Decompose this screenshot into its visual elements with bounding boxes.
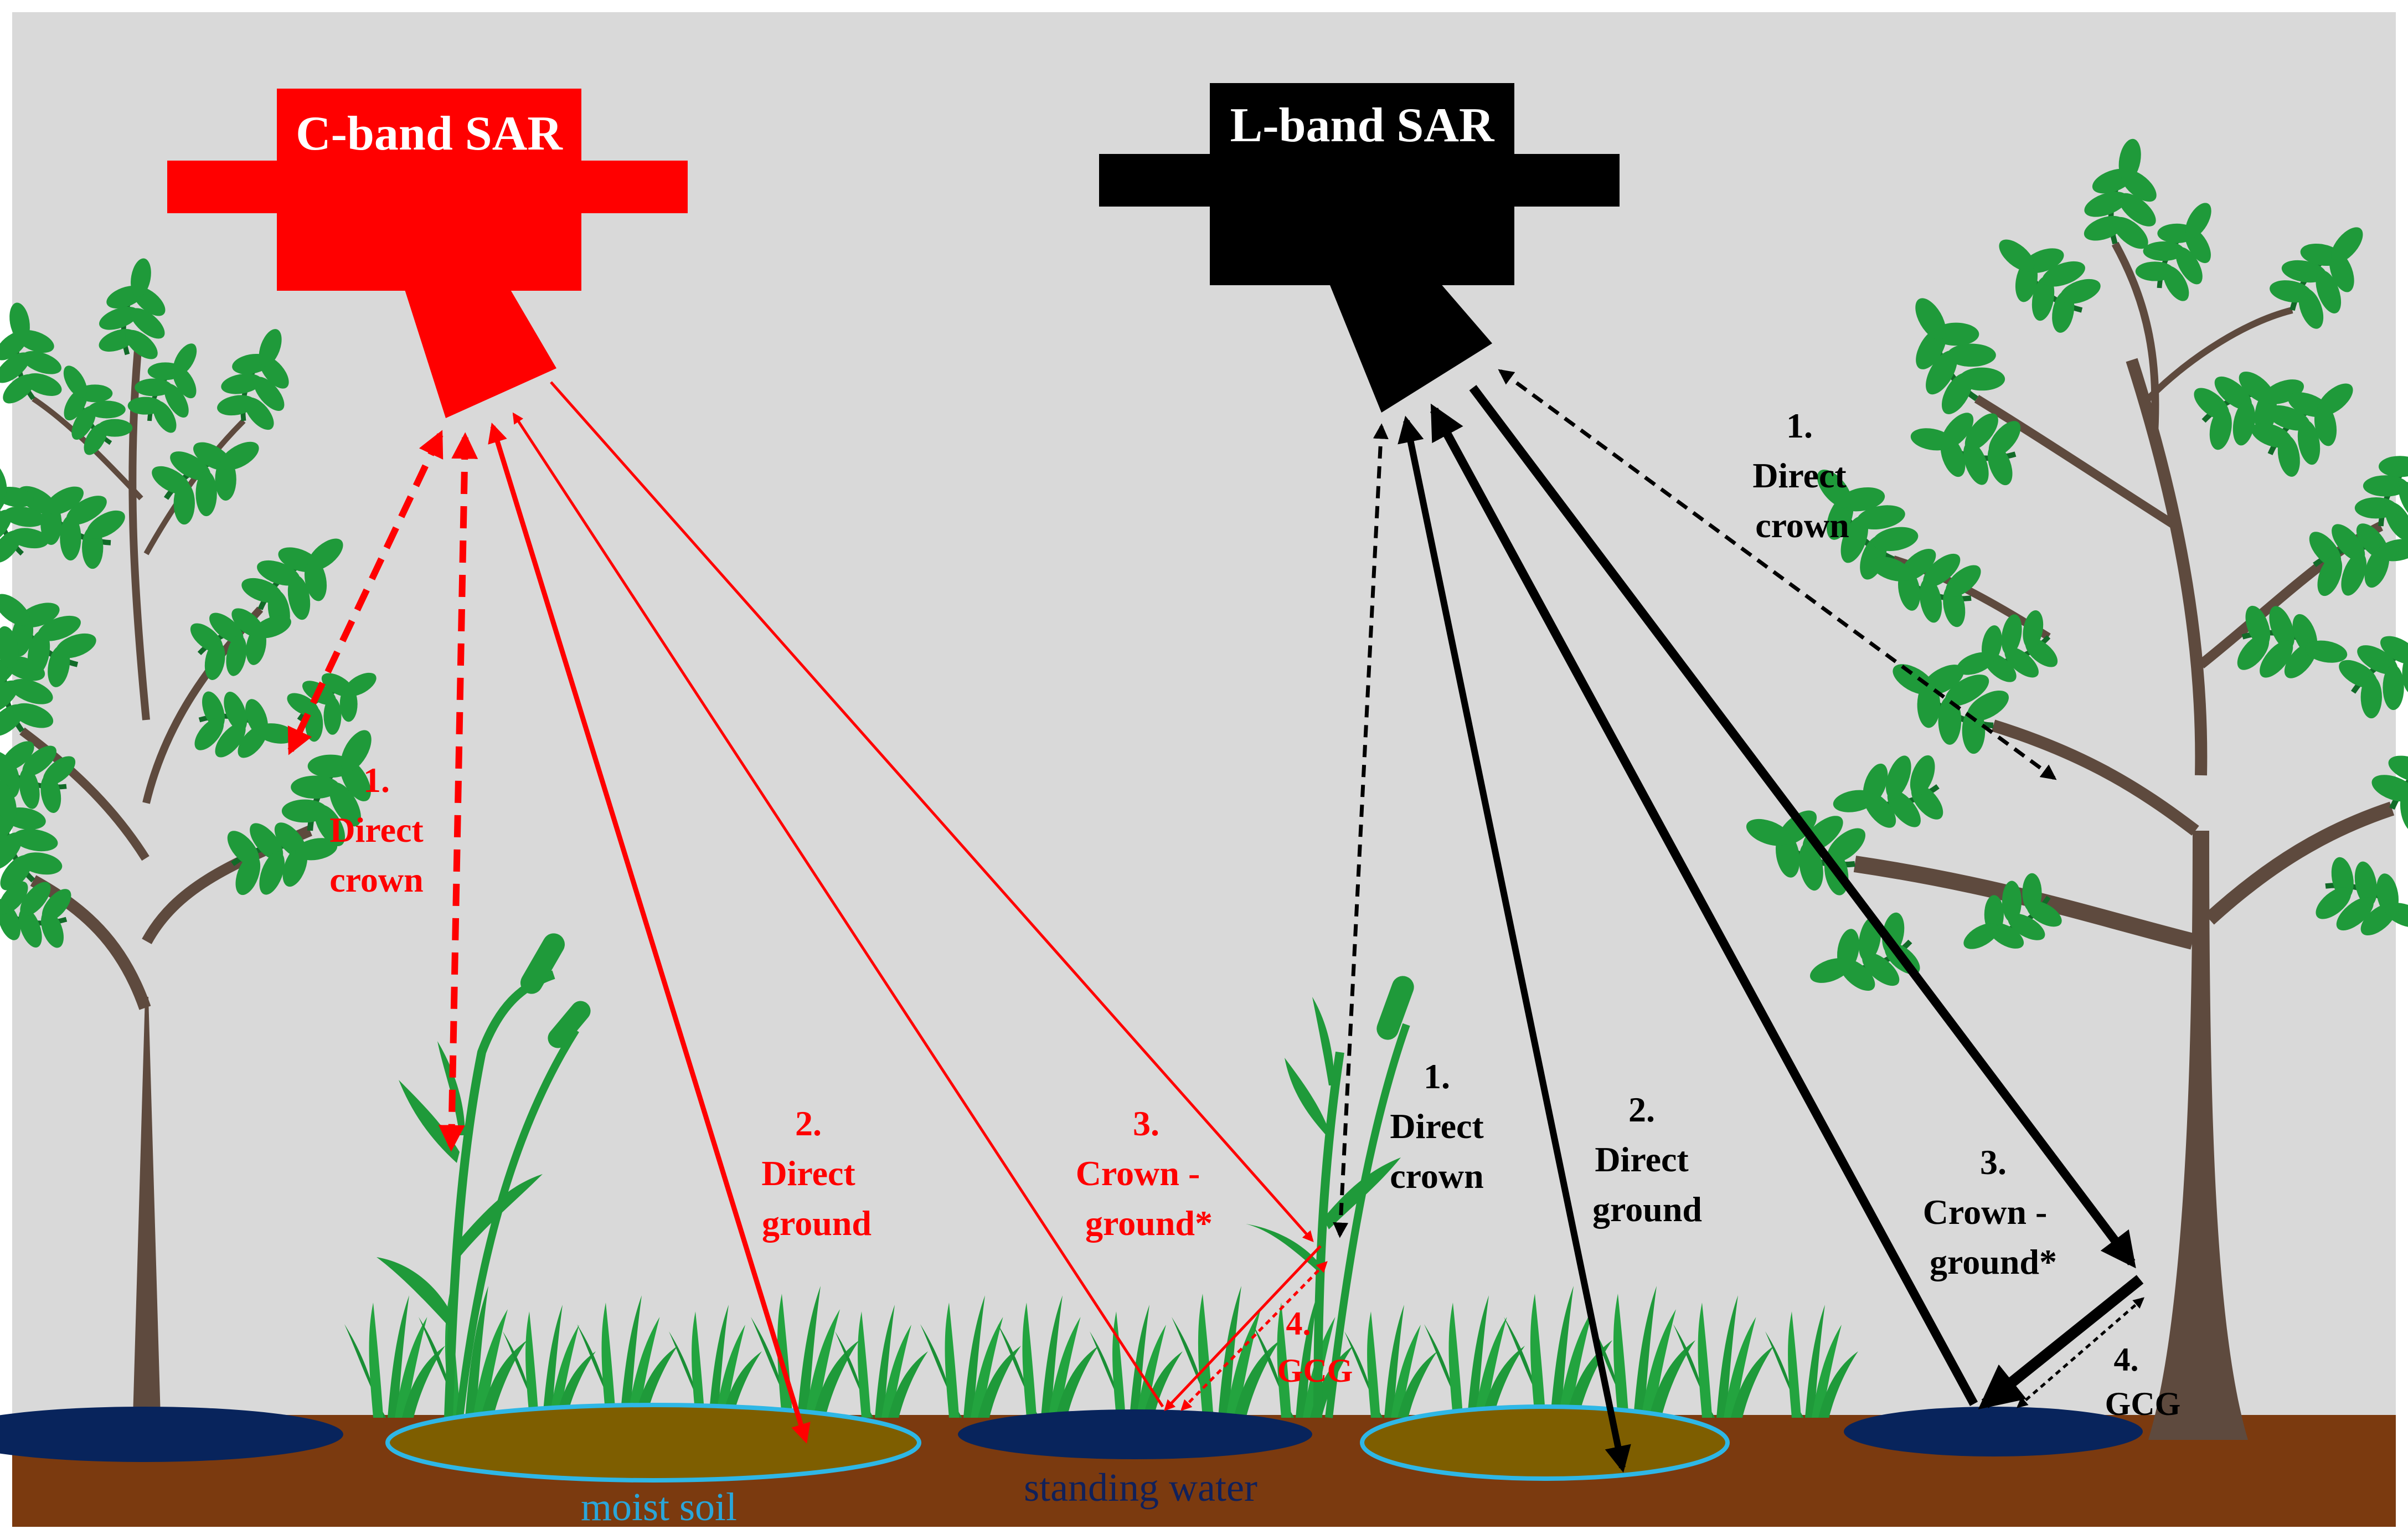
l-gcg-arrow [2016, 1297, 2145, 1408]
svg-text:Direct: Direct [329, 810, 424, 850]
moist-soil-left [385, 1403, 921, 1483]
svg-text:1.: 1. [363, 760, 390, 800]
moist-soil-right [1360, 1404, 1730, 1481]
svg-text:crown: crown [1390, 1156, 1483, 1196]
svg-text:4.: 4. [2114, 1341, 2139, 1378]
c-crown-ground-label: 3. Crown - ground* [1076, 1104, 1213, 1243]
svg-text:crown: crown [1755, 506, 1849, 545]
standing-water-label: standing water [1024, 1465, 1257, 1510]
standing-water-left [0, 1407, 343, 1462]
svg-text:3.: 3. [1133, 1104, 1159, 1143]
svg-text:Direct: Direct [1595, 1140, 1689, 1179]
l-band-sar-sensor: L-band SAR [1099, 83, 1620, 413]
svg-text:3.: 3. [1980, 1142, 2007, 1182]
svg-text:4.: 4. [1286, 1305, 1311, 1342]
l-crown-ground-label: 3. Crown - ground* [1923, 1142, 2057, 1281]
svg-text:Direct: Direct [761, 1154, 855, 1193]
standing-water-right [1844, 1407, 2143, 1456]
l-gcg-label: 4. GCG [2105, 1341, 2181, 1422]
l-band-paths [1333, 369, 2145, 1473]
svg-text:Direct: Direct [1752, 456, 1847, 495]
svg-text:2.: 2. [795, 1104, 822, 1143]
c-gcg-arrow [1180, 1261, 1328, 1411]
c-direct-ground-label: 2. Direct ground [761, 1104, 872, 1243]
l-direct-ground-label: 2. Direct ground [1592, 1090, 1702, 1229]
svg-text:ground: ground [762, 1203, 872, 1243]
svg-text:GCG: GCG [1277, 1352, 1353, 1389]
l-direct-crown-tree-label: 1. Direct crown [1752, 406, 1849, 545]
svg-text:Crown -: Crown - [1923, 1192, 2048, 1232]
svg-text:Direct: Direct [1390, 1106, 1484, 1146]
svg-text:ground: ground [1592, 1190, 1702, 1229]
l-direct-crown-reed-arrow [1333, 423, 1389, 1238]
c-band-title: C-band SAR [296, 107, 563, 161]
c-direct-crown-reed-arrow [438, 432, 478, 1152]
c-band-sar-sensor: C-band SAR [167, 89, 688, 418]
c-direct-ground-arrow [488, 423, 811, 1444]
left-tree [0, 252, 406, 1418]
svg-text:2.: 2. [1628, 1090, 1655, 1129]
svg-text:ground*: ground* [1930, 1242, 2057, 1281]
c-gcg-label: 4. GCG [1277, 1305, 1353, 1389]
l-band-title: L-band SAR [1230, 99, 1495, 152]
svg-text:GCG: GCG [2105, 1386, 2181, 1422]
moist-soil-label: moist soil [581, 1485, 737, 1529]
standing-water-middle [958, 1409, 1312, 1459]
l-direct-crown-reed-label: 1. Direct crown [1390, 1057, 1484, 1196]
l-direct-crown-tree-arrow [1498, 369, 2057, 780]
c-crown-ground-water-path [512, 412, 1164, 1408]
svg-text:1.: 1. [1786, 406, 1813, 445]
svg-text:Crown -: Crown - [1076, 1154, 1200, 1193]
c-band-paths [287, 381, 1328, 1444]
svg-text:1.: 1. [1424, 1057, 1450, 1096]
l-direct-ground-arrow [1398, 415, 1631, 1473]
svg-text:ground*: ground* [1085, 1203, 1213, 1243]
c-direct-crown-tree-arrow [287, 430, 444, 755]
c-direct-crown-label: 1. Direct crown [329, 760, 424, 899]
c-crown-ground-to-reed-arrow [550, 381, 1314, 1242]
svg-text:crown: crown [329, 860, 423, 899]
